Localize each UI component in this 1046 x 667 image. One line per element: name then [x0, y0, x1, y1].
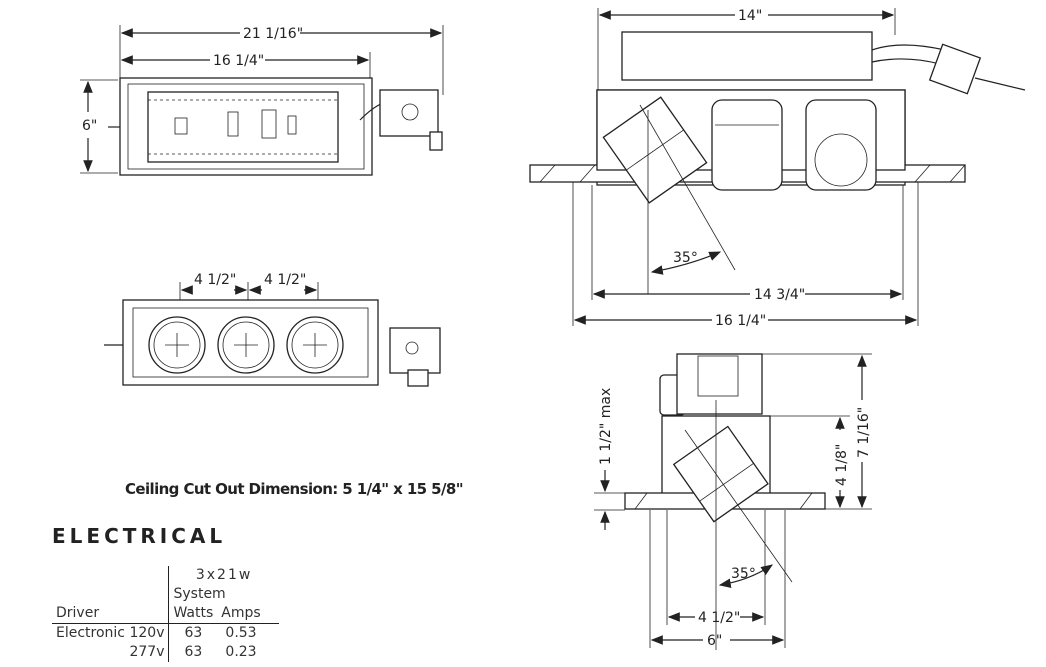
- lamp-apertures: [148, 316, 344, 374]
- dim-width: 6": [82, 118, 97, 134]
- dim-housing-height: 4 1/8": [834, 444, 850, 486]
- voltage: 120v: [129, 625, 165, 641]
- config-label: 3x21w: [168, 566, 279, 585]
- voltage: 277v: [129, 644, 165, 660]
- electrical-heading: ELECTRICAL: [52, 524, 227, 548]
- amps: 0.53: [225, 625, 257, 641]
- dim-spacing-1: 4 1/2": [194, 272, 236, 288]
- header-amps: Amps: [217, 604, 279, 624]
- dim-housing-length: 16 1/4": [213, 53, 264, 69]
- dim-overall-length: 21 1/16": [243, 26, 303, 42]
- dim-outer-length: 16 1/4": [715, 313, 766, 329]
- header-watts: Watts: [168, 604, 218, 624]
- ceiling-cutout-dimension: Ceiling Cut Out Dimension: 5 1/4" x 15 5…: [125, 480, 464, 498]
- end-tilt-angle: 35°: [731, 566, 756, 582]
- dim-flange: 6": [707, 633, 722, 649]
- watts: 63: [168, 643, 218, 662]
- dim-overall-height: 7 1/16": [856, 407, 872, 458]
- amps: 0.23: [225, 644, 257, 660]
- side-tilt-angle: 35°: [673, 250, 698, 266]
- dim-aperture: 4 1/2": [698, 610, 740, 626]
- dim-spacing-2: 4 1/2": [264, 272, 306, 288]
- dim-ceiling-thickness: 1 1/2" max: [598, 388, 614, 465]
- top-view: 21 1/16" 16 1/4" 6": [80, 25, 444, 176]
- side-view: 14" 35° 14 3/4" 16 1/4": [529, 8, 1026, 329]
- dim-inner-length: 14 3/4": [754, 287, 805, 303]
- end-view: 35° 1 1/2" max 4 1/8" 7 1/16" 4 1/2" 6": [594, 353, 872, 650]
- header-system: System: [168, 585, 279, 604]
- bottom-view: 4 1/2" 4 1/2": [104, 272, 441, 387]
- driver-type: Electronic: [56, 625, 126, 641]
- dim-box-length: 14": [738, 8, 762, 24]
- header-driver: Driver: [52, 604, 169, 624]
- watts: 63: [168, 623, 218, 643]
